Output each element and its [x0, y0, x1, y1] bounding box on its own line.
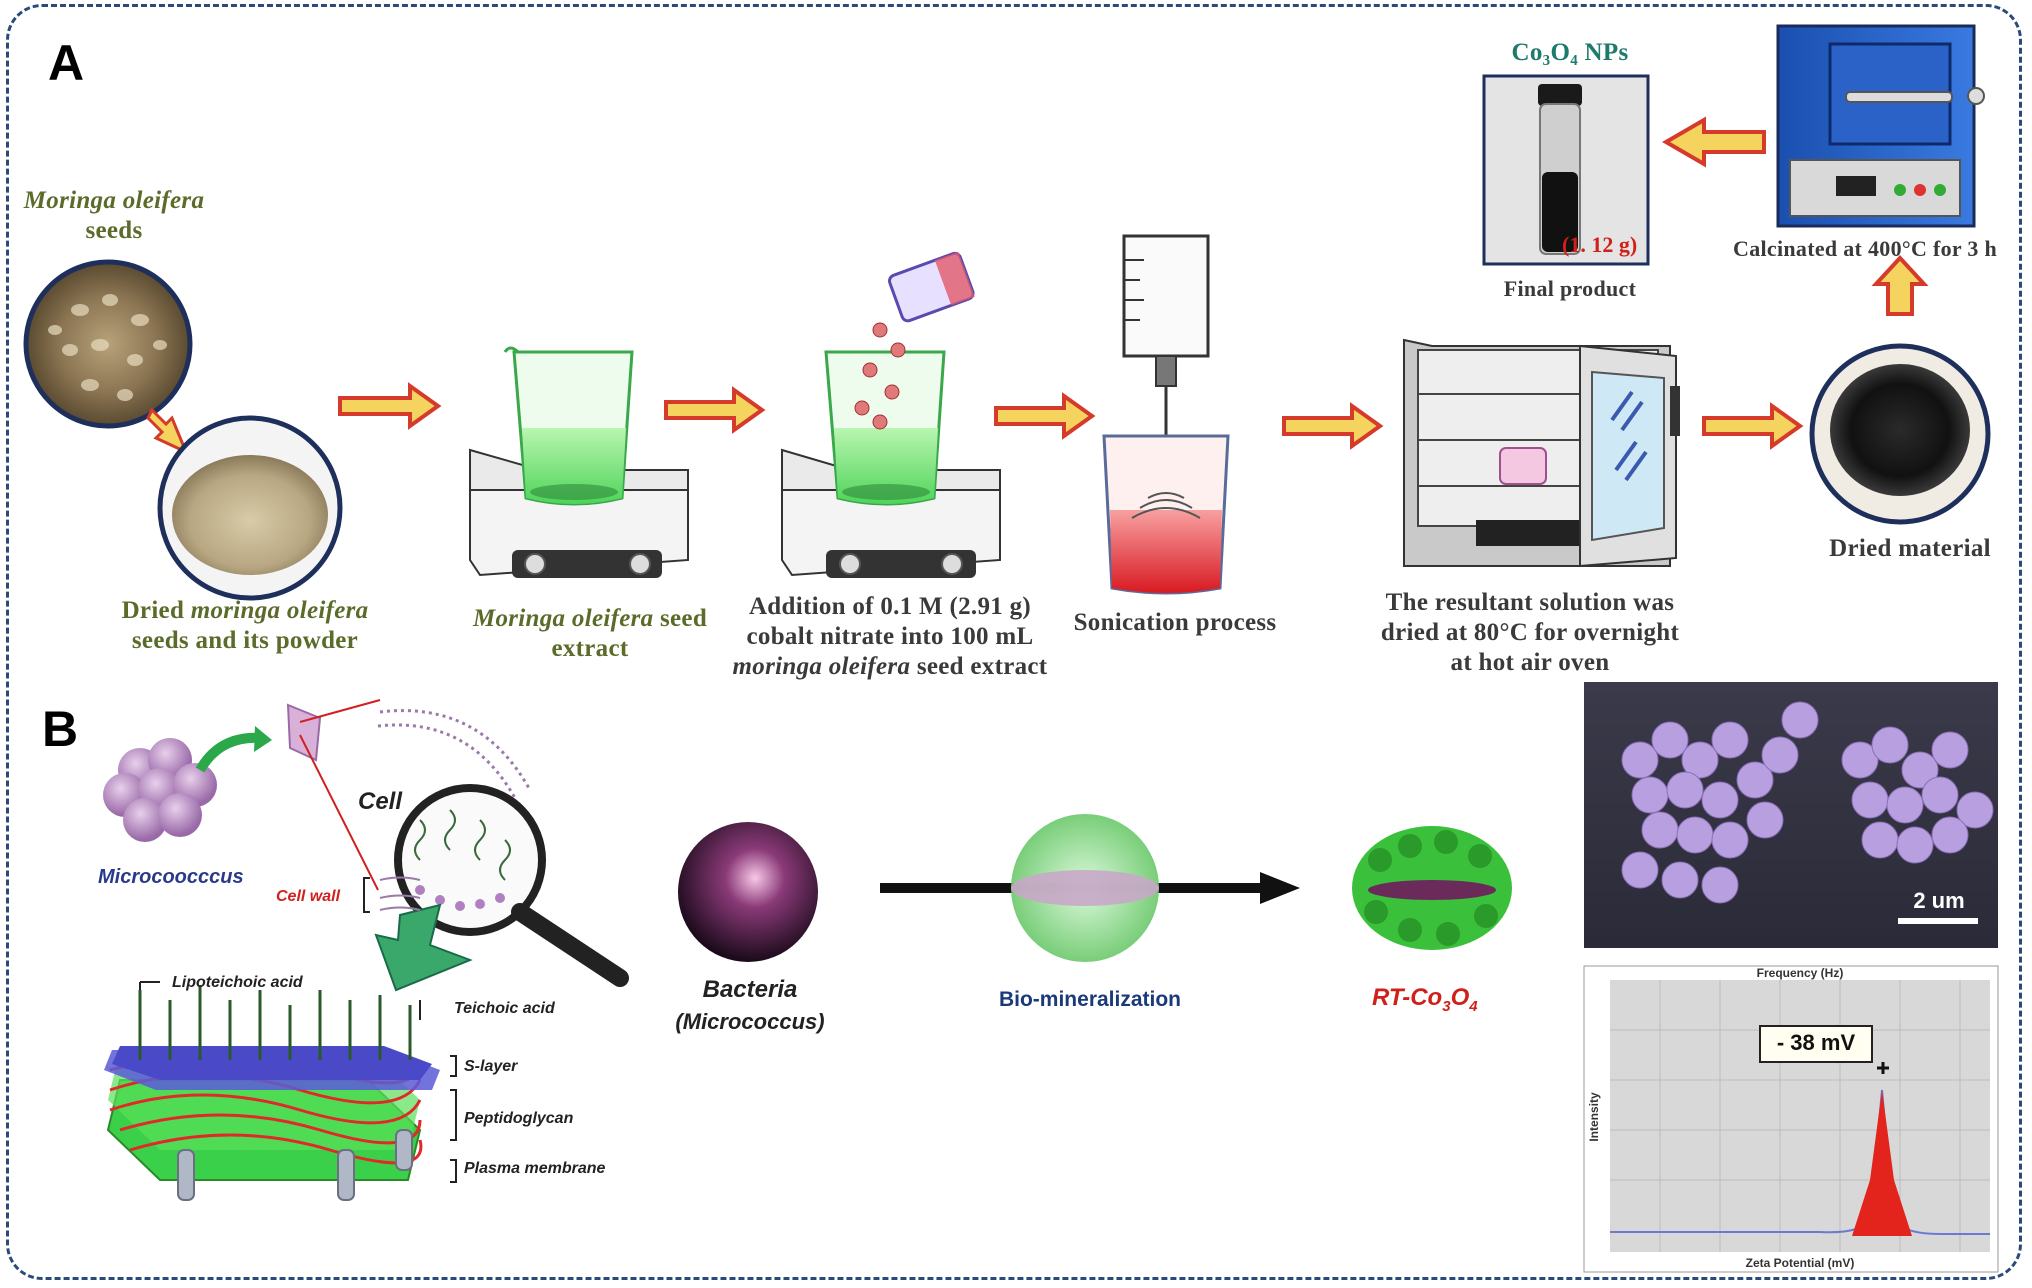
- process-arrow-2: [664, 386, 766, 434]
- cell-wall-structure: [104, 985, 440, 1201]
- zeta-top-axis-label: Frequency (Hz): [1756, 966, 1844, 980]
- panel-b-artwork: [103, 682, 1999, 1273]
- micrococcus-cluster: [103, 738, 217, 842]
- zeta-potential-chart: [1583, 965, 1999, 1273]
- nps-title: Co₃O₄ NPs: [1511, 39, 1629, 66]
- bacteria-label: Bacteria: [702, 976, 798, 1003]
- s-layer-label: S-layer: [464, 1058, 518, 1075]
- final-product-caption: Final product: [1503, 276, 1637, 301]
- addition-line2: cobalt nitrate into 100 mL: [746, 623, 1034, 650]
- addition-caption: Addition of 0.1 M (2.91 g) cobalt nitrat…: [730, 592, 1050, 682]
- calcinated-caption: Calcinated at 400°C for 3 h: [1733, 236, 1997, 261]
- seeds-to-powder-arrow: [146, 407, 189, 455]
- rt-sub2: 4: [1469, 997, 1478, 1015]
- rt-co3o4-label: RT-Co3O4: [1372, 984, 1512, 1015]
- panel-a-artwork: [23, 24, 1991, 601]
- mass-label: (1. 12 g): [1562, 232, 1638, 257]
- dried-seeds-prefix: Dried: [121, 597, 191, 624]
- bacteria-sub-label: (Micrococcus): [675, 1009, 825, 1034]
- extract-plain: seed: [653, 605, 708, 632]
- left-arrow-to-product: [1662, 116, 1766, 168]
- oven-line1: The resultant solution was: [1385, 589, 1675, 616]
- process-arrow-3: [994, 392, 1096, 440]
- rt-co3o4-particle: [1352, 826, 1512, 950]
- addition-line1: Addition of 0.1 M (2.91 g): [748, 593, 1032, 620]
- rt-sub1: 3: [1442, 997, 1451, 1015]
- oven-line3: at hot air oven: [1450, 649, 1610, 676]
- extract-italic: Moringa oleifera: [472, 605, 654, 632]
- teichoic-label: Teichoic acid: [454, 1000, 555, 1017]
- extract-line2: extract: [551, 635, 629, 662]
- rt-o: O: [1450, 984, 1470, 1011]
- final-product-photo: [1482, 74, 1650, 266]
- micrococcus-label: Microcoocccus: [98, 866, 244, 888]
- hot-air-oven: [1403, 338, 1680, 568]
- up-arrow-to-furnace: [1871, 255, 1929, 316]
- scale-bar-label: 2 um: [1913, 888, 1965, 913]
- zeta-x-axis-label: Zeta Potential (mV): [1745, 1256, 1855, 1270]
- seeds-title-italic: Moringa oleifera: [23, 187, 205, 214]
- zeta-y-axis-label: Intensity: [1587, 1092, 1601, 1142]
- seeds-photo: [23, 259, 193, 429]
- cell-label: Cell: [358, 788, 403, 815]
- sonication-caption: Sonication process: [1073, 609, 1277, 636]
- dried-material-photo: [1809, 343, 1991, 525]
- lipoteichoic-label: Lipoteichoic acid: [172, 974, 303, 991]
- oven-caption: The resultant solution was dried at 80°C…: [1360, 588, 1700, 678]
- sem-image: [1584, 682, 1998, 948]
- plasma-membrane-label: Plasma membrane: [464, 1160, 606, 1177]
- biomineralization-label: Bio-mineralization: [998, 988, 1182, 1011]
- extract-beaker-hotplate: [469, 346, 689, 578]
- dried-seeds-italic: moringa oleifera: [190, 597, 369, 624]
- powder-photo: [157, 415, 343, 601]
- addition-line3-plain: seed extract: [910, 653, 1048, 680]
- muffle-furnace: [1776, 24, 1985, 228]
- zeta-value-label: - 38 mV: [1776, 1030, 1856, 1055]
- rt-prefix: RT-Co: [1372, 984, 1443, 1011]
- seeds-title: Moringa oleifera seeds: [14, 186, 214, 246]
- process-arrow-5: [1702, 402, 1804, 450]
- dashed-border-frame: [6, 4, 2022, 1280]
- seeds-title-plain: seeds: [85, 217, 143, 244]
- dried-seeds-caption: Dried moringa oleifera seeds and its pow…: [100, 596, 390, 656]
- oven-line2: dried at 80°C for overnight: [1380, 619, 1680, 646]
- addition-line3-italic: moringa oleifera: [732, 653, 911, 680]
- panel-a-label: A: [48, 35, 85, 91]
- sonication-beaker: [1102, 234, 1230, 595]
- biomineralization-arrow: [880, 814, 1300, 962]
- bacteria-sphere: [678, 822, 818, 962]
- dried-seeds-line2: seeds and its powder: [131, 627, 359, 654]
- magnifying-glass-icon: [394, 784, 629, 987]
- bacteria-caption: Bacteria (Micrococcus): [640, 974, 860, 1038]
- peptidoglycan-label: Peptidoglycan: [464, 1110, 574, 1127]
- cobalt-addition-beaker: [781, 251, 1001, 578]
- cell-wall-label: Cell wall: [276, 888, 341, 905]
- dried-material-caption: Dried material: [1829, 535, 1991, 562]
- process-arrow-1: [338, 382, 442, 430]
- process-arrow-4: [1282, 402, 1384, 450]
- panel-b-label: B: [42, 701, 79, 757]
- extract-caption: Moringa oleifera seed extract: [450, 604, 730, 664]
